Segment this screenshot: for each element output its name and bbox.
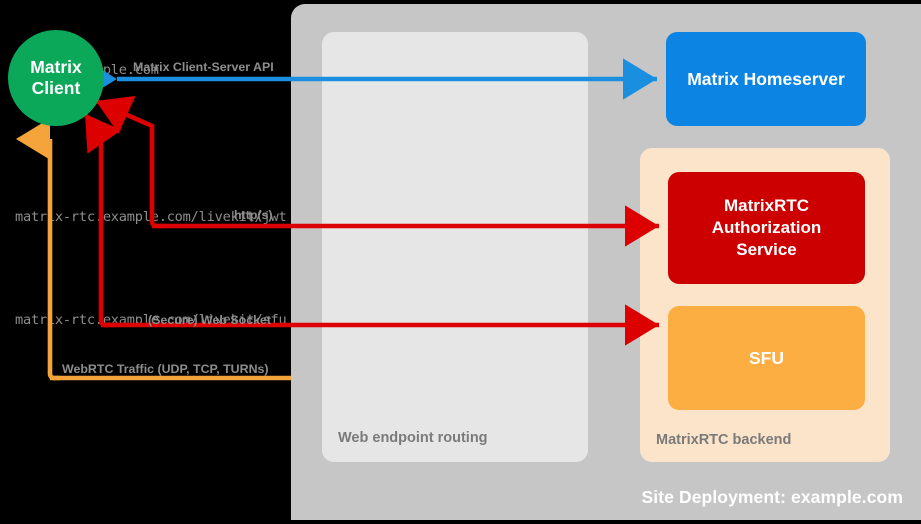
web-endpoint-routing-label: Web endpoint routing [338, 430, 488, 446]
node-matrix-client[interactable]: Matrix Client [8, 30, 104, 126]
matrixrtc-backend-label: MatrixRTC backend [656, 432, 792, 448]
websocket-wire-to-client [83, 112, 122, 328]
web-endpoint-routing-box: Web endpoint routing [322, 32, 588, 462]
node-matrix-homeserver[interactable]: Matrix Homeserver [666, 32, 866, 126]
connection-label-https: http(s) [234, 208, 273, 222]
connection-label-webrtc: WebRTC Traffic (UDP, TCP, TURNs) [62, 362, 269, 376]
webrtc-wire-to-client [15, 118, 60, 381]
connection-label-websocket: (Secure) Web Socket [148, 313, 272, 327]
https-wire-to-client [95, 95, 165, 229]
node-matrixrtc-authorization-service[interactable]: MatrixRTC Authorization Service [668, 172, 865, 284]
matrix-client-label-line1: Matrix [30, 57, 82, 77]
sfu-label: SFU [749, 347, 784, 368]
matrix-client-label-line2: Client [31, 78, 81, 98]
node-sfu[interactable]: SFU [668, 306, 865, 410]
auth-service-label-line3: Service [736, 239, 797, 259]
site-deployment-label: Site Deployment: example.com [641, 487, 903, 507]
auth-service-label-line1: MatrixRTC [723, 196, 809, 216]
auth-service-label-line2: Authorization [711, 218, 822, 238]
connection-label-cs-api: Matrix Client-Server API [133, 60, 274, 74]
matrix-homeserver-label: Matrix Homeserver [687, 68, 845, 89]
